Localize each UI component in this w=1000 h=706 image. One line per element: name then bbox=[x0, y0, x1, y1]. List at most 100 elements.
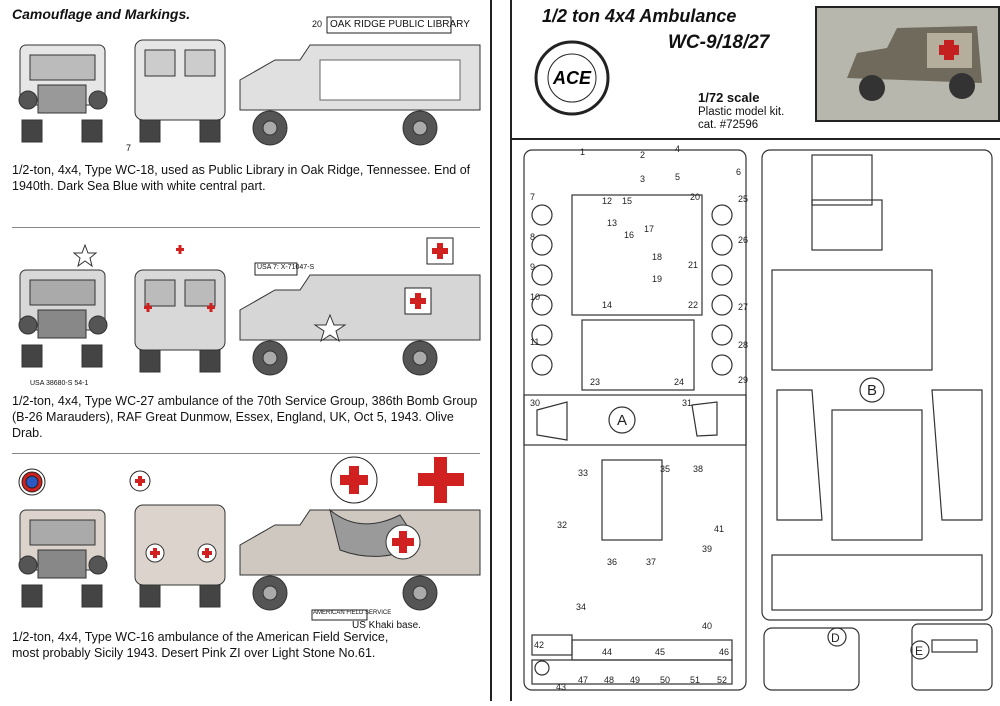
svg-text:24: 24 bbox=[674, 377, 684, 387]
svg-text:28: 28 bbox=[738, 340, 748, 350]
part-30-lamp bbox=[536, 401, 568, 441]
part-1-e bbox=[931, 639, 978, 653]
markings-panel: Camouflage and Markings. bbox=[0, 0, 492, 701]
sprue-e-frame bbox=[911, 623, 993, 691]
label-a-circle bbox=[608, 406, 636, 434]
svg-text:2: 2 bbox=[640, 150, 645, 160]
svg-text:23: 23 bbox=[590, 377, 600, 387]
reg-plate bbox=[254, 262, 298, 276]
afs-label bbox=[311, 609, 368, 621]
sprue-letter-d: D bbox=[831, 631, 840, 645]
box-photo bbox=[815, 6, 1000, 122]
kit-title: 1/2 ton 4x4 Ambulance bbox=[542, 6, 737, 26]
svg-text:14: 14 bbox=[602, 300, 612, 310]
kit-header: 1/2 ton 4x4 Ambulance WC-9/18/27 ACE 1/7… bbox=[512, 0, 1000, 140]
scale-label: 1/72 scale bbox=[698, 90, 760, 105]
steering-wheel bbox=[534, 660, 550, 676]
caption-3: 1/2-ton, 4x4, Type WC-16 ambulance of th… bbox=[12, 630, 389, 660]
svg-text:27: 27 bbox=[738, 302, 748, 312]
rear-view-3 bbox=[134, 504, 226, 608]
svg-text:9: 9 bbox=[530, 262, 535, 272]
svg-text:40: 40 bbox=[702, 621, 712, 631]
sprue-b-frame bbox=[761, 149, 993, 621]
svg-text:11: 11 bbox=[530, 337, 539, 347]
wheels-right bbox=[711, 204, 733, 376]
svg-text:45: 45 bbox=[655, 647, 665, 657]
svg-text:12: 12 bbox=[602, 196, 612, 206]
svg-text:30: 30 bbox=[530, 398, 540, 408]
svg-text:31: 31 bbox=[682, 398, 692, 408]
afs-label-text: AMERICAN FIELD SERVICE bbox=[313, 610, 392, 616]
svg-text:20: 20 bbox=[690, 192, 700, 202]
red-crosses-2 bbox=[144, 245, 215, 312]
label-e-circle bbox=[910, 640, 930, 660]
side-view-3 bbox=[239, 508, 481, 611]
part-35-seat bbox=[601, 459, 663, 541]
part-18-side bbox=[776, 389, 823, 521]
caption-1: 1/2-ton, 4x4, Type WC-18, used as Public… bbox=[12, 163, 471, 193]
caption-2: 1/2-ton, 4x4, Type WC-27 ambulance of th… bbox=[12, 394, 478, 440]
part-9-dash bbox=[811, 199, 883, 251]
svg-text:5: 5 bbox=[675, 172, 680, 182]
svg-text:49: 49 bbox=[630, 675, 640, 685]
part-20-side bbox=[931, 389, 983, 521]
parts-47-52 bbox=[531, 659, 733, 685]
svg-text:48: 48 bbox=[604, 675, 614, 685]
scheme-3-drawings bbox=[18, 456, 481, 621]
svg-text:18: 18 bbox=[652, 252, 662, 262]
star-marking bbox=[72, 243, 98, 268]
part-19-floor bbox=[831, 409, 923, 541]
ace-logo: ACE bbox=[534, 40, 610, 116]
svg-text:13: 13 bbox=[607, 218, 617, 228]
sprue-letter-b: B bbox=[867, 382, 877, 399]
front-view-2 bbox=[18, 269, 108, 368]
part-3-b bbox=[811, 154, 873, 206]
plate-front-text: USA 38680-S 54-1 bbox=[30, 380, 89, 387]
svg-text:39: 39 bbox=[702, 544, 712, 554]
logo-text: ACE bbox=[552, 68, 592, 88]
svg-text:19: 19 bbox=[652, 274, 662, 284]
svg-text:16: 16 bbox=[624, 230, 634, 240]
svg-text:35: 35 bbox=[660, 464, 670, 474]
part-31 bbox=[691, 401, 718, 437]
svg-text:26: 26 bbox=[738, 235, 748, 245]
sprue-letter-a: A bbox=[617, 412, 627, 429]
label-b-circle bbox=[859, 377, 885, 403]
svg-text:46: 46 bbox=[719, 647, 729, 657]
svg-text:37: 37 bbox=[646, 557, 656, 567]
svg-text:52: 52 bbox=[717, 675, 727, 685]
divider-1 bbox=[12, 227, 480, 228]
sprue-svg: 1 2 3 4 5 6 7 8 9 10 11 12 13 14 15 16 1 bbox=[523, 144, 993, 692]
svg-text:10: 10 bbox=[530, 292, 540, 302]
rear-view-1 bbox=[134, 39, 226, 143]
scheme-1-drawings bbox=[18, 16, 481, 146]
red-crosses-3 bbox=[129, 470, 212, 558]
svg-text:42: 42 bbox=[534, 640, 544, 650]
wheels-left bbox=[531, 204, 553, 376]
markings-heading: Camouflage and Markings. bbox=[12, 6, 191, 22]
svg-text:43: 43 bbox=[556, 682, 566, 692]
kit-line-2: cat. #72596 bbox=[698, 119, 759, 131]
divider-2 bbox=[12, 453, 480, 454]
big-cross-decal bbox=[330, 456, 464, 504]
footnote: US Khaki base. bbox=[352, 620, 421, 631]
svg-text:29: 29 bbox=[738, 375, 748, 385]
svg-text:47: 47 bbox=[578, 675, 588, 685]
sprue-d-frame bbox=[763, 627, 860, 691]
front-view-3 bbox=[18, 509, 108, 608]
svg-text:51: 51 bbox=[690, 675, 700, 685]
svg-text:25: 25 bbox=[738, 194, 748, 204]
svg-text:50: 50 bbox=[660, 675, 670, 685]
svg-text:33: 33 bbox=[578, 468, 588, 478]
svg-text:8: 8 bbox=[530, 232, 535, 242]
roundel bbox=[18, 468, 46, 496]
sprue-letter-e: E bbox=[915, 644, 923, 658]
sprue-letters: A B D E bbox=[617, 382, 923, 658]
red-cross-decal-2 bbox=[404, 237, 454, 315]
svg-text:1: 1 bbox=[580, 147, 585, 157]
library-sign-text: OAK RIDGE PUBLIC LIBRARY bbox=[330, 19, 470, 30]
svg-text:38: 38 bbox=[693, 464, 703, 474]
rear-view-2 bbox=[134, 269, 226, 373]
side-view-1 bbox=[239, 44, 481, 146]
